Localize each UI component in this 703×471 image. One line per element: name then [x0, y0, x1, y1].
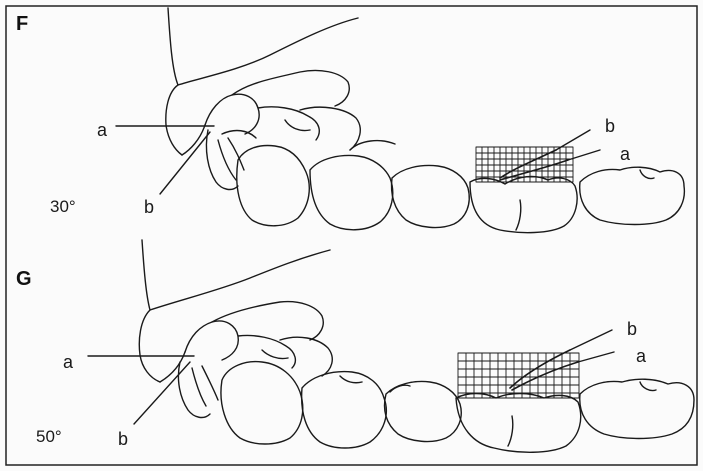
panel-g-label-a-left: a: [63, 353, 73, 371]
panel-g-lower-premolar-2: [385, 382, 462, 442]
panel-g-lower-molar-1: [456, 394, 581, 453]
panel-g-maxilla-outline: [142, 240, 330, 310]
panel-g-lower-canine: [221, 362, 303, 444]
panel-g-label-a-right: a: [636, 347, 646, 365]
panel-g-measurement-grid: [458, 353, 579, 398]
panel-g-lower-molar-2: [580, 379, 694, 438]
panel-g-label-b-right: b: [627, 320, 637, 338]
panel-g-lower-premolar-1: [302, 372, 387, 448]
panel-g-leader-b-right: [570, 330, 612, 350]
panel-g-leader-b-left: [134, 362, 190, 424]
panel-g-label-b-left: b: [118, 430, 128, 448]
panel-g-angle: 50°: [36, 428, 62, 445]
panel-g-leader-a-right: [578, 352, 614, 362]
panel-g-upper-incisor: [185, 321, 238, 360]
